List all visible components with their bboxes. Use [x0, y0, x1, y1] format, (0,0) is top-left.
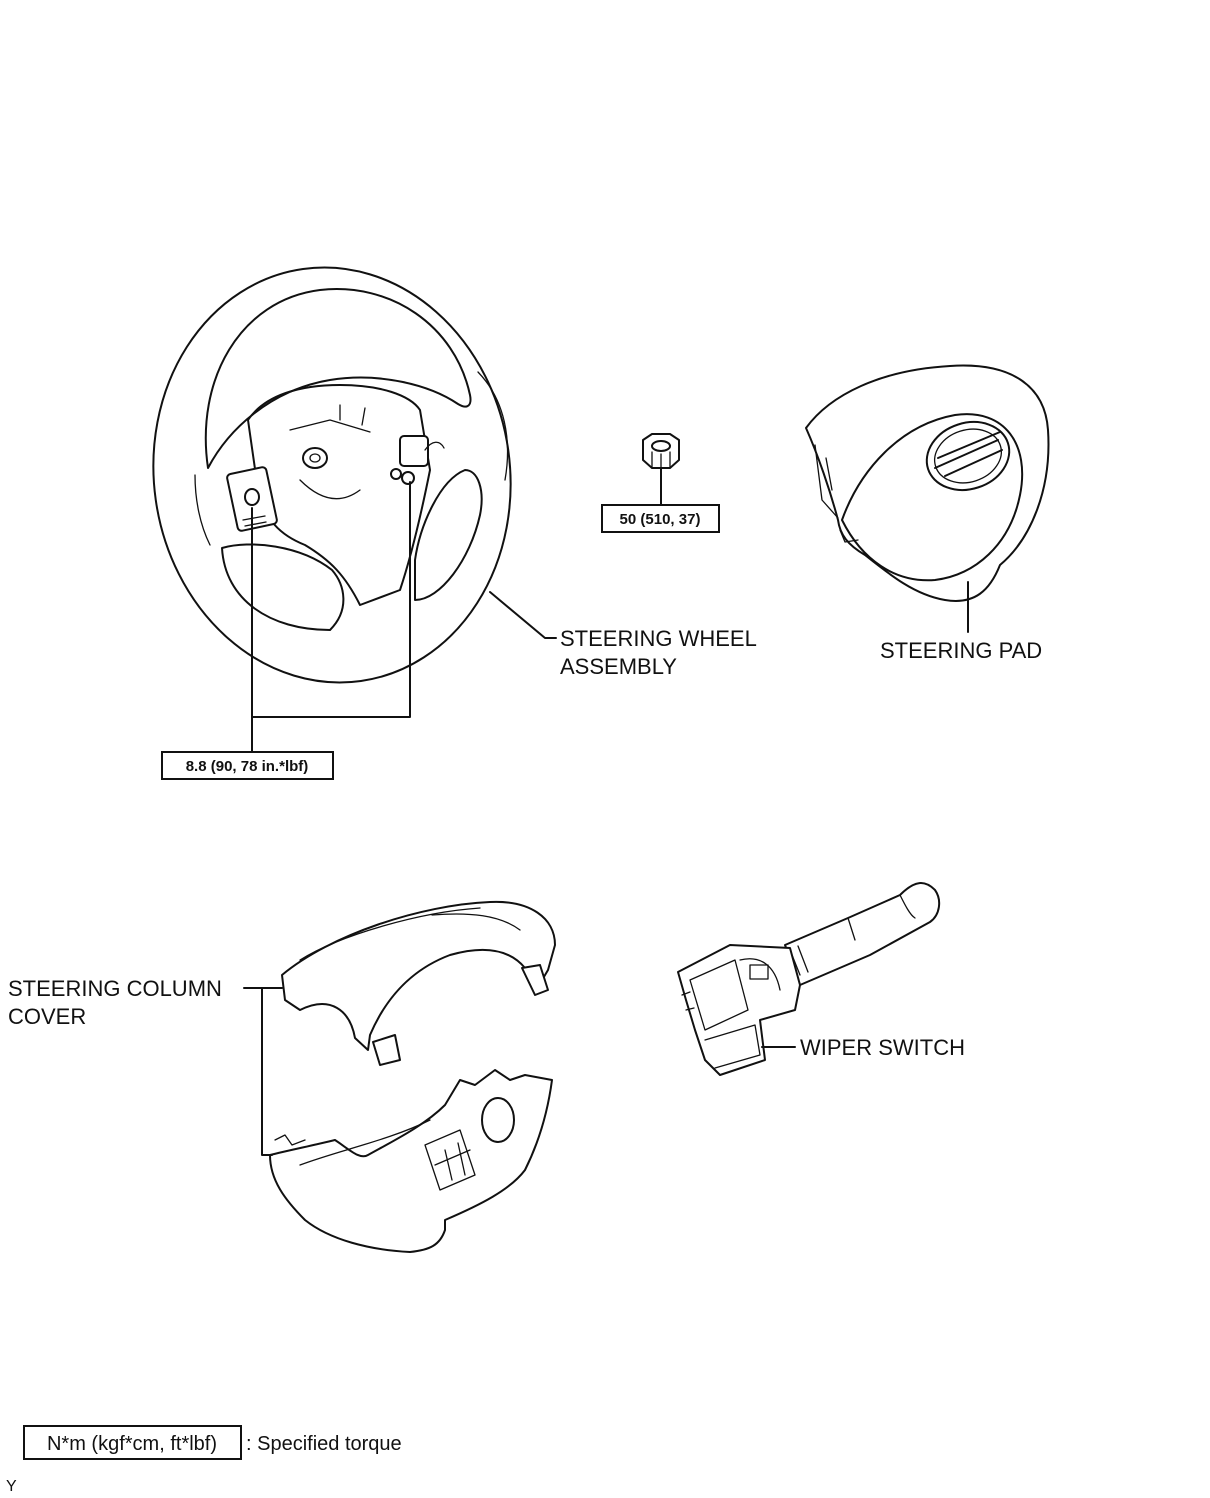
column-cover-label-1: STEERING COLUMN: [8, 976, 222, 1001]
wiper-switch-drawing: [677, 882, 941, 1076]
torque-box-pad-screws: [161, 751, 334, 780]
steering-wheel-drawing: [152, 266, 512, 684]
column-cover-label-2: COVER: [8, 1004, 86, 1029]
legend-box: [23, 1425, 242, 1460]
column-cover-upper-drawing: [281, 900, 556, 1066]
footer-code: Y: [6, 1478, 17, 1495]
legend-description: : Specified torque: [246, 1433, 402, 1455]
torque-pad-screws: 8.8 (90, 78 in.*lbf): [186, 758, 309, 775]
torque-box-wheel-nut: [601, 504, 720, 533]
torque-wheel-nut: 50 (510, 37): [620, 511, 701, 528]
steering-wheel-label-1: STEERING WHEEL: [560, 626, 757, 651]
column-cover-lower-drawing: [269, 1069, 553, 1253]
steering-pad-drawing: [805, 364, 1050, 602]
steering-wheel-label-2: ASSEMBLY: [560, 654, 677, 679]
nut-drawing: [642, 433, 680, 469]
legend-unit: N*m (kgf*cm, ft*lbf): [47, 1433, 217, 1455]
wiper-switch-label: WIPER SWITCH: [800, 1035, 965, 1060]
steering-pad-label: STEERING PAD: [880, 638, 1042, 663]
